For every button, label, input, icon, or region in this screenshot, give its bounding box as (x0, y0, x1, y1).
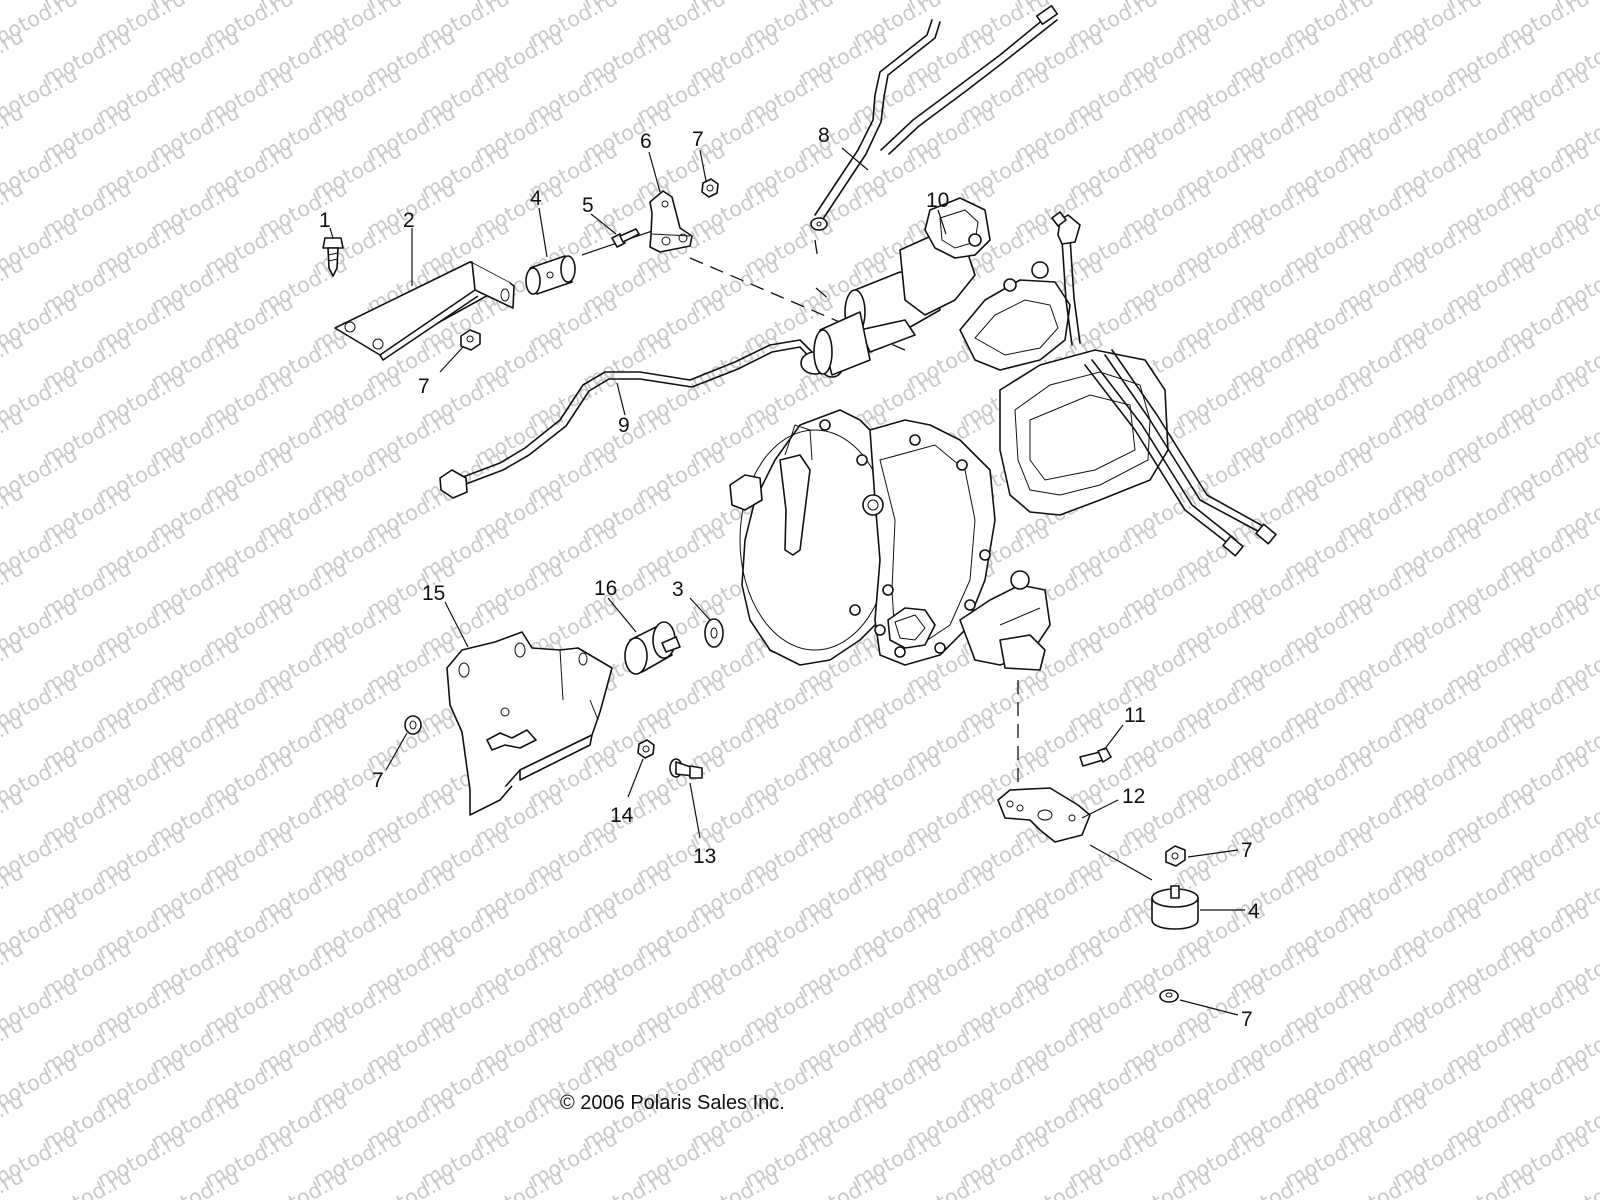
watermark-text: motod.ru (1443, 1164, 1539, 1200)
callout-3: 3 (672, 578, 684, 601)
leader-1 (329, 227, 334, 239)
part-7-nut-d (1165, 845, 1186, 867)
leader-7b (699, 149, 707, 182)
part-6-bracket (649, 190, 693, 253)
leader-16 (607, 597, 637, 633)
watermark-text: motod.ru (795, 1164, 891, 1200)
callout-16: 16 (594, 577, 617, 600)
watermark-text: motod.ru (363, 1164, 459, 1200)
leader-7a (439, 346, 464, 373)
callout-7c: 7 (372, 769, 384, 792)
part-1-screw (322, 237, 344, 277)
leader-7c (385, 732, 408, 771)
callout-7a: 7 (418, 375, 430, 398)
watermark-text: motod.ru (1011, 1164, 1107, 1200)
leader-10 (937, 209, 947, 235)
copyright-notice: © 2006 Polaris Sales Inc. (560, 1092, 785, 1114)
callout-2: 2 (403, 209, 415, 232)
watermark-text: motod.ru (471, 1164, 567, 1200)
watermark-text: motod.ru (579, 1164, 675, 1200)
part-4-mount-lower (1151, 885, 1199, 930)
leader-15 (444, 601, 469, 648)
callout-7d: 7 (1241, 839, 1253, 862)
part-14-nut (637, 739, 655, 759)
part-2-bracket (334, 261, 515, 361)
callout-4b: 4 (1248, 900, 1260, 923)
leader-6 (648, 151, 661, 193)
assembly-line-upper-2 (815, 287, 831, 301)
part-15-bracket (446, 631, 613, 816)
part-16-mount (624, 621, 681, 675)
part-7-nut-b (701, 178, 719, 198)
part-5-bolt (611, 228, 640, 248)
leader-5 (590, 213, 617, 235)
leader-12-ext (1089, 844, 1153, 881)
part-11-bolt (1079, 747, 1112, 767)
callout-8: 8 (818, 124, 830, 147)
assembly-line-upper-3 (814, 239, 819, 261)
watermark-text: motod.ru (147, 1164, 243, 1200)
callout-4a: 4 (530, 187, 542, 210)
leader-9 (616, 382, 626, 416)
callout-12: 12 (1122, 785, 1145, 808)
assembly-line-upper-1 (689, 257, 906, 351)
callout-11: 11 (1124, 704, 1146, 727)
callout-15: 15 (422, 582, 445, 605)
leader-8 (841, 147, 869, 171)
callout-14: 14 (610, 804, 634, 827)
callout-7b: 7 (692, 128, 704, 151)
part-13-bolt (669, 758, 703, 779)
leader-12 (1081, 799, 1119, 819)
part-7-nut-a (460, 329, 481, 351)
engine-bolts (819, 419, 991, 658)
watermark-text: motod.ru (1335, 1164, 1431, 1200)
leader-4a (538, 207, 548, 258)
watermark-text: motod.ru (255, 1164, 351, 1200)
callout-7e: 7 (1241, 1008, 1253, 1031)
leader-7e (1179, 999, 1239, 1016)
part-12-bracket (997, 787, 1091, 843)
part-7-washer-c (404, 715, 422, 735)
callout-10: 10 (926, 189, 949, 212)
callout-9: 9 (618, 414, 630, 437)
watermark-text: motod.ru (39, 1164, 135, 1200)
leader-13 (689, 782, 701, 839)
callout-5: 5 (582, 194, 594, 217)
callout-6: 6 (640, 130, 652, 153)
callout-13: 13 (693, 845, 716, 868)
part-10-engine (729, 197, 1277, 671)
leader-14 (627, 758, 644, 798)
watermark-text: motod.ru (687, 1164, 783, 1200)
callout-labels: 1 2 3 4 4 5 6 7 7 7 7 7 8 9 10 11 12 13 … (319, 124, 1260, 1031)
part-3-washer (704, 618, 724, 648)
watermark-text: motod.ru (1227, 1164, 1323, 1200)
part-4-mount-upper (525, 255, 576, 295)
watermark-text: motod.ru (903, 1164, 999, 1200)
leader-7d (1187, 849, 1239, 858)
callout-1: 1 (319, 209, 331, 232)
part-8-rod (810, 4, 1059, 231)
leader-11 (1103, 724, 1124, 751)
watermark-text: motod.ru (1119, 1164, 1215, 1200)
part-7-washer-e (1159, 989, 1179, 1003)
leader-3 (689, 597, 711, 621)
watermark-text: motod.ru (1551, 1164, 1600, 1200)
